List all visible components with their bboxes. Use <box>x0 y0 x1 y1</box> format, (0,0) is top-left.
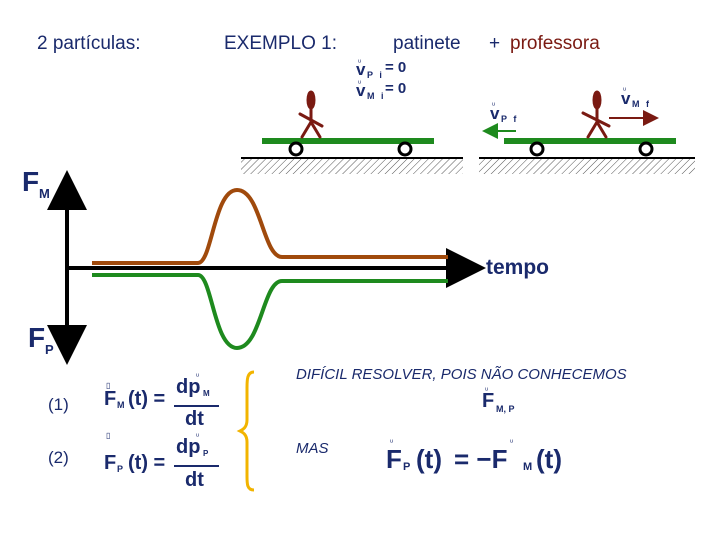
vector-mark-icon: ᵤ <box>358 76 362 85</box>
relation-equals: = −F <box>454 444 508 474</box>
vMf-subscript: M f <box>632 99 651 109</box>
eq1-numerator-subscript: M <box>203 389 210 398</box>
vPi-equals: = 0 <box>385 59 407 76</box>
eq1-lhs-argument: (t) = <box>128 388 166 410</box>
vMi-symbol: v <box>356 81 366 100</box>
vector-mark-icon: ᵤ <box>492 98 496 107</box>
relation-rhs-subscript: M <box>523 461 533 473</box>
vector-mark-icon: ᵤ <box>196 369 200 378</box>
relation-lhs-argument: (t) <box>416 444 442 474</box>
eq2-denominator: dt <box>185 469 204 491</box>
eq1-lhs-subscript: M <box>117 400 125 410</box>
skateboard-left <box>262 138 434 144</box>
vector-mark-icon: ▯ <box>106 431 111 440</box>
teacher-figure-right <box>581 90 611 139</box>
vector-mark-icon: ᵤ <box>358 55 362 64</box>
scene-skate-label: patinete <box>393 33 461 54</box>
vector-mark-icon: ▯ <box>106 381 111 390</box>
vPi-symbol: v <box>356 60 366 79</box>
vMi-subscript: M i <box>367 91 386 101</box>
time-axis-label: tempo <box>486 256 549 279</box>
eq1-denominator: dt <box>185 408 204 430</box>
eq1-numerator-text: dp <box>176 376 201 398</box>
force-pair-subscript: M, P <box>496 404 515 414</box>
vPf-symbol: v <box>490 104 500 123</box>
wheel-icon <box>288 141 304 157</box>
example-label: EXEMPLO 1: <box>224 33 337 54</box>
eq2-numerator-subscript: P <box>203 449 209 458</box>
relation-lhs-subscript: P <box>403 461 411 473</box>
relation-rhs-argument: (t) <box>536 444 562 474</box>
force-graph <box>47 170 486 365</box>
fp-subscript: P <box>45 342 54 357</box>
vector-mark-icon: ᵤ <box>196 429 200 438</box>
eq2-lhs-subscript: P <box>117 464 124 474</box>
fm-curve <box>92 187 448 265</box>
eq1-lhs-symbol: F <box>104 388 117 410</box>
relation-lhs-symbol: F <box>386 444 402 474</box>
wheel-icon <box>397 141 413 157</box>
particles-label: 2 partículas: <box>37 33 141 54</box>
fp-symbol: F <box>28 322 46 353</box>
equation-bracket-icon <box>236 370 255 492</box>
skateboard-right <box>504 138 676 144</box>
scene-plus-label: + <box>489 33 501 54</box>
vPf-subscript: P f <box>501 114 519 124</box>
scene-teacher-label: professora <box>510 33 600 54</box>
fm-symbol: F <box>22 166 40 197</box>
teacher-figure-left <box>298 90 324 139</box>
mas-label: MAS <box>296 440 329 457</box>
wheel-icon <box>638 141 654 157</box>
initial-scene <box>241 90 463 174</box>
vector-mark-icon: ᵤ <box>510 435 514 444</box>
force-pair-letter: F <box>482 390 495 412</box>
vector-mark-icon: ᵤ <box>623 83 627 92</box>
difficult-note: DIFÍCIL RESOLVER, POIS NÃO CONHECEMOS <box>296 366 627 383</box>
vMf-symbol: v <box>621 89 631 108</box>
wheel-icon <box>529 141 545 157</box>
ground-hatch-right <box>479 158 695 174</box>
eq1-number: (1) <box>48 395 69 414</box>
fm-subscript: M <box>39 186 50 201</box>
eq2-numerator-text: dp <box>176 436 201 458</box>
final-scene <box>479 90 695 174</box>
vector-mark-icon: ᵤ <box>390 435 394 444</box>
eq2-number: (2) <box>48 448 69 467</box>
vPi-subscript: P i <box>367 70 384 80</box>
vMi-equals: = 0 <box>385 80 407 97</box>
eq2-lhs-symbol: F <box>104 452 117 474</box>
fp-curve <box>92 273 448 351</box>
eq2-lhs-argument: (t) = <box>128 452 166 474</box>
vector-mark-icon: ᵤ <box>485 383 489 392</box>
ground-hatch-left <box>241 158 463 174</box>
